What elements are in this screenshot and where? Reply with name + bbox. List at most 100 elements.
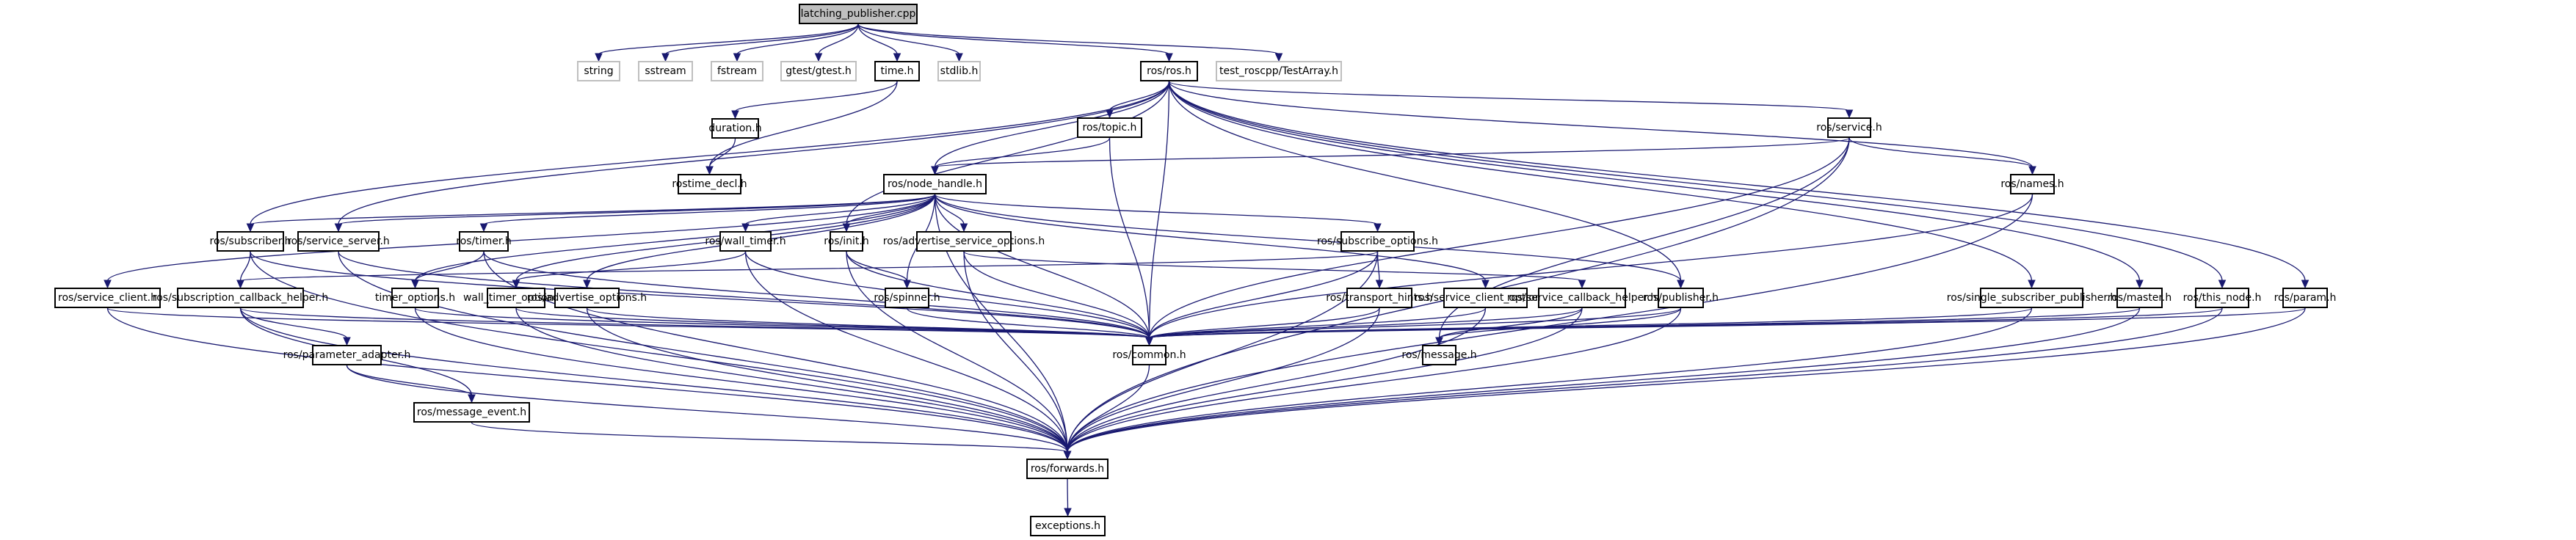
arrowhead-ros-advertise-service-options-h-to-ros-service-callback-helper-h xyxy=(1578,280,1586,289)
node-ros-service-callback-helper-h[interactable]: ros/service_callback_helper.h xyxy=(1507,288,1657,308)
node-ros-subscription-callback-helper-h[interactable]: ros/subscription_callback_helper.h xyxy=(153,288,328,308)
node-wall-timer-options-h[interactable]: wall_timer_options.h xyxy=(463,288,569,308)
arrowhead-ros-publisher-h-to-ros-message-h xyxy=(1435,337,1443,346)
node-ros-common-h[interactable]: ros/common.h xyxy=(1112,345,1186,365)
edge-ros-node-handle-h-to-ros-service-server-h xyxy=(338,194,936,225)
node-ros-wall-timer-h[interactable]: ros/wall_timer.h xyxy=(705,231,786,252)
edge-ros-ros-h-to-ros-topic-h xyxy=(1109,81,1170,112)
node-ros-init-h[interactable]: ros/init.h xyxy=(824,231,869,252)
node-latching-publisher-cpp: latching_publisher.cpp xyxy=(799,4,918,24)
arrowhead-latching-publisher-cpp-to-sstream xyxy=(661,53,670,62)
node-ros-timer-h[interactable]: ros/timer.h xyxy=(456,231,512,252)
edge-latching-publisher-cpp-to-sstream xyxy=(664,23,859,55)
edge-ros-ros-h-to-ros-common-h xyxy=(1148,81,1170,339)
node-rostime-decl-h[interactable]: rostime_decl.h xyxy=(672,174,747,194)
arrowhead-ros-node-handle-h-to-ros-service-client-h xyxy=(104,280,112,289)
edge-ros-subscribe-options-h-to-ros-common-h xyxy=(1148,251,1379,339)
edge-duration-h-to-rostime-decl-h xyxy=(708,138,736,168)
arrowhead-ros-parameter-adapter-h-to-ros-message-event-h xyxy=(468,394,476,404)
node-ros-transport-hints-h[interactable]: ros/transport_hints.h xyxy=(1326,288,1433,308)
node-ros-service-h[interactable]: ros/service.h xyxy=(1816,117,1882,138)
arrowhead-ros-ros-h-to-ros-single-subscriber-publisher-h xyxy=(2028,280,2036,289)
edge-ros-ros-h-to-ros-service-h xyxy=(1168,81,1850,112)
edge-latching-publisher-cpp-to-stdlib-h xyxy=(857,23,960,55)
edge-ros-ros-h-to-ros-single-subscriber-publisher-h xyxy=(1168,81,2033,282)
edge-ros-master-h-to-ros-forwards-h xyxy=(1067,307,2141,453)
edge-ros-this-node-h-to-ros-common-h xyxy=(1148,307,2223,339)
arrowhead-ros-service-h-to-ros-names-h xyxy=(2028,166,2036,175)
node-ros-this-node-h[interactable]: ros/this_node.h xyxy=(2183,288,2261,308)
node-ros-subscriber-h[interactable]: ros/subscriber.h xyxy=(210,231,291,252)
edge-ros-ros-h-to-ros-service-server-h xyxy=(338,81,1170,225)
edge-timer-options-h-to-ros-forwards-h xyxy=(414,307,1068,453)
edge-ros-subscriber-h-to-ros-common-h xyxy=(250,251,1150,339)
node-ros-service-client-options-h[interactable]: ros/service_client_options.h xyxy=(1415,288,1556,308)
arrowhead-duration-h-to-rostime-decl-h xyxy=(705,166,714,175)
arrowhead-ros-subscribe-options-h-to-ros-subscription-callback-helper-h xyxy=(236,280,244,289)
node-ros-topic-h[interactable]: ros/topic.h xyxy=(1077,117,1142,138)
node-exceptions-h[interactable]: exceptions.h xyxy=(1030,516,1106,536)
arrowhead-ros-wall-timer-h-to-wall-timer-options-h xyxy=(512,280,520,289)
arrowhead-ros-node-handle-h-to-ros-publisher-h xyxy=(1677,280,1685,289)
node-ros-param-h[interactable]: ros/param.h xyxy=(2274,288,2336,308)
edge-ros-advertise-options-h-to-ros-forwards-h xyxy=(586,307,1068,453)
node-ros-master-h[interactable]: ros/master.h xyxy=(2108,288,2172,308)
edge-ros-topic-h-to-ros-node-handle-h xyxy=(934,137,1111,168)
node-ros-single-subscriber-publisher-h[interactable]: ros/single_subscriber_publisher.h xyxy=(1947,288,2116,308)
arrowhead-ros-ros-h-to-ros-service-h xyxy=(1845,109,1854,119)
node-time-h[interactable]: time.h xyxy=(874,61,920,81)
node-ros-advertise-options-h[interactable]: ros/advertise_options.h xyxy=(527,288,647,308)
edge-ros-param-h-to-ros-forwards-h xyxy=(1067,307,2306,453)
arrowhead-ros-service-h-to-ros-node-handle-h xyxy=(931,166,939,175)
edge-ros-subscriber-h-to-ros-subscription-callback-helper-h xyxy=(239,251,251,282)
edge-ros-publisher-h-to-ros-common-h xyxy=(1148,307,1682,339)
arrowhead-ros-node-handle-h-to-ros-service-client-options-h xyxy=(1481,280,1490,289)
node-ros-parameter-adapter-h[interactable]: ros/parameter_adapter.h xyxy=(283,345,410,365)
arrowhead-ros-node-handle-h-to-ros-service-server-h xyxy=(334,223,343,233)
edge-ros-init-h-to-ros-forwards-h xyxy=(846,251,1068,453)
edge-ros-transport-hints-h-to-ros-forwards-h xyxy=(1067,307,1380,453)
node-ros-message-event-h[interactable]: ros/message_event.h xyxy=(413,402,530,423)
node-ros-publisher-h[interactable]: ros/publisher.h xyxy=(1643,288,1719,308)
node-duration-h[interactable]: duration.h xyxy=(708,118,762,139)
edge-time-h-to-duration-h xyxy=(734,81,898,112)
edge-ros-advertise-options-h-to-ros-common-h xyxy=(586,307,1150,339)
node-ros-subscribe-options-h[interactable]: ros/subscribe_options.h xyxy=(1317,231,1438,252)
node-ros-spinner-h[interactable]: ros/spinner.h xyxy=(874,288,940,308)
edge-ros-topic-h-to-ros-common-h xyxy=(1109,137,1150,339)
node-ros-node-handle-h[interactable]: ros/node_handle.h xyxy=(883,174,987,194)
edge-latching-publisher-cpp-to-ros-ros-h xyxy=(857,23,1170,55)
edge-ros-node-handle-h-to-ros-timer-h xyxy=(483,194,936,225)
edge-ros-wall-timer-h-to-ros-forwards-h xyxy=(744,251,1068,453)
edge-ros-service-h-to-ros-node-handle-h xyxy=(934,137,1850,168)
node-ros-ros-h[interactable]: ros/ros.h xyxy=(1140,61,1198,81)
node-ros-advertise-service-options-h[interactable]: ros/advertise_service_options.h xyxy=(883,231,1045,252)
node-ros-names-h[interactable]: ros/names.h xyxy=(2000,174,2064,194)
arrowhead-latching-publisher-cpp-to-string xyxy=(595,53,603,62)
edge-wall-timer-options-h-to-ros-common-h xyxy=(515,307,1150,339)
arrowhead-ros-init-h-to-ros-spinner-h xyxy=(903,280,911,289)
edge-ros-node-handle-h-to-ros-subscriber-h xyxy=(250,194,936,225)
edge-ros-names-h-to-ros-common-h xyxy=(1148,194,2033,339)
edge-ros-ros-h-to-ros-names-h xyxy=(1168,81,2033,168)
node-ros-service-client-h[interactable]: ros/service_client.h xyxy=(54,288,161,308)
edge-ros-message-event-h-to-ros-forwards-h xyxy=(471,422,1068,453)
edge-ros-names-h-to-ros-forwards-h xyxy=(1067,194,2033,453)
node-ros-message-h[interactable]: ros/message.h xyxy=(1401,345,1477,365)
edge-ros-publisher-h-to-ros-message-h xyxy=(1438,307,1682,339)
edge-ros-timer-h-to-ros-common-h xyxy=(483,251,1150,339)
edge-ros-wall-timer-h-to-ros-common-h xyxy=(744,251,1150,339)
edge-ros-node-handle-h-to-ros-wall-timer-h xyxy=(744,194,936,225)
edge-ros-ros-h-to-ros-subscriber-h xyxy=(250,81,1170,225)
arrowhead-ros-common-h-to-ros-forwards-h xyxy=(1063,450,1072,460)
edge-ros-node-handle-h-to-ros-common-h xyxy=(934,194,1150,339)
edge-ros-advertise-service-options-h-to-ros-forwards-h xyxy=(963,251,1068,453)
edge-latching-publisher-cpp-to-fstream xyxy=(736,23,859,55)
arrowhead-time-h-to-duration-h xyxy=(731,110,739,120)
edge-ros-single-subscriber-publisher-h-to-ros-forwards-h xyxy=(1067,307,2033,453)
arrowhead-ros-param-h-to-ros-common-h xyxy=(1145,337,1153,346)
node-timer-options-h[interactable]: timer_options.h xyxy=(375,288,455,308)
node-ros-forwards-h[interactable]: ros/forwards.h xyxy=(1026,459,1109,479)
edge-ros-node-handle-h-to-ros-subscribe-options-h xyxy=(934,194,1379,225)
node-ros-service-server-h[interactable]: ros/service_server.h xyxy=(287,231,390,252)
